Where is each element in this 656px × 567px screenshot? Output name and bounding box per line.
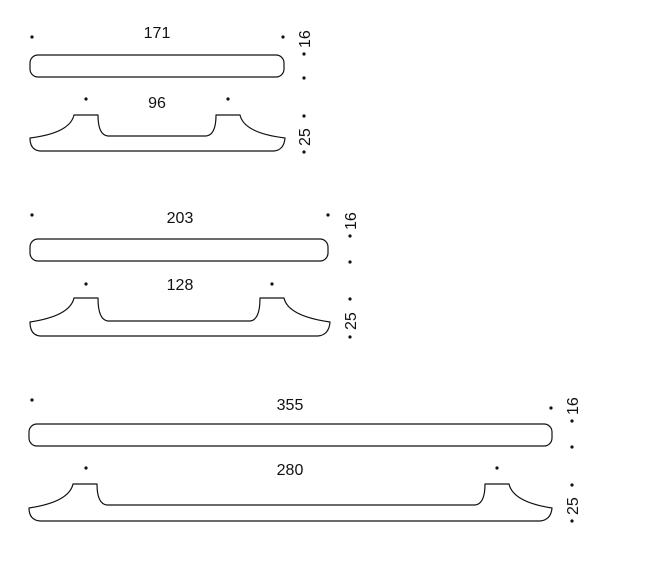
- height-side-marker-top: [348, 297, 352, 301]
- handle-top-view: [28, 423, 553, 447]
- length-label: 355: [277, 397, 304, 414]
- height-top-marker-bottom: [348, 260, 352, 264]
- handle-side-view: [29, 297, 331, 337]
- handle-side-view: [29, 114, 286, 152]
- hole-marker-right: [270, 282, 274, 286]
- height-side-marker-bottom: [570, 519, 574, 523]
- hole-spacing-label: 128: [167, 277, 194, 294]
- height-top-label: 16: [565, 397, 582, 415]
- height-side-marker-top: [302, 114, 306, 118]
- hole-marker-left: [84, 97, 88, 101]
- length-marker-left: [30, 398, 34, 402]
- handle-top-view: [29, 54, 285, 78]
- height-top-marker: [302, 52, 306, 56]
- height-top-label: 16: [297, 30, 314, 48]
- length-marker-right: [326, 213, 330, 217]
- handle-group-1: 171 16 128 96 25: [29, 25, 314, 154]
- hole-marker-left: [84, 466, 88, 470]
- hole-marker-right: [226, 97, 230, 101]
- height-top-marker: [348, 234, 352, 238]
- length-marker-left: [30, 35, 34, 39]
- length-marker-left: [30, 213, 34, 217]
- height-top-dimension: 16: [297, 30, 314, 56]
- handle-group-3: 355 16 280 25: [28, 397, 582, 523]
- height-top-dimension: 16: [565, 397, 582, 423]
- height-side-marker-bottom: [302, 150, 306, 154]
- handle-group-2: 203 16 128 25: [29, 210, 360, 339]
- height-top-marker-bottom: [302, 76, 306, 80]
- height-side-marker-top: [570, 483, 574, 487]
- height-side-label: 25: [343, 312, 360, 330]
- height-top-marker: [570, 419, 574, 423]
- height-side-marker-bottom: [348, 335, 352, 339]
- height-top-marker-bottom: [570, 445, 574, 449]
- height-side-dimension: 25: [297, 128, 314, 146]
- length-label: 171: [144, 25, 171, 42]
- hole-spacing-label: 280: [277, 462, 304, 479]
- handle-top-view: [29, 238, 329, 262]
- height-side-label: 25: [297, 128, 314, 146]
- height-top-dimension: 16: [343, 212, 360, 238]
- hole-marker-left: [84, 282, 88, 286]
- height-side-dimension: 25: [343, 312, 360, 330]
- hole-spacing-label: 96: [148, 95, 166, 112]
- length-label: 203: [167, 210, 194, 227]
- length-marker-right: [281, 35, 285, 39]
- height-side-dimension: 25: [565, 497, 582, 515]
- hole-marker-right: [495, 466, 499, 470]
- height-top-label: 16: [343, 212, 360, 230]
- length-marker-right: [549, 406, 553, 410]
- handle-side-view: [28, 483, 553, 522]
- height-side-label: 25: [565, 497, 582, 515]
